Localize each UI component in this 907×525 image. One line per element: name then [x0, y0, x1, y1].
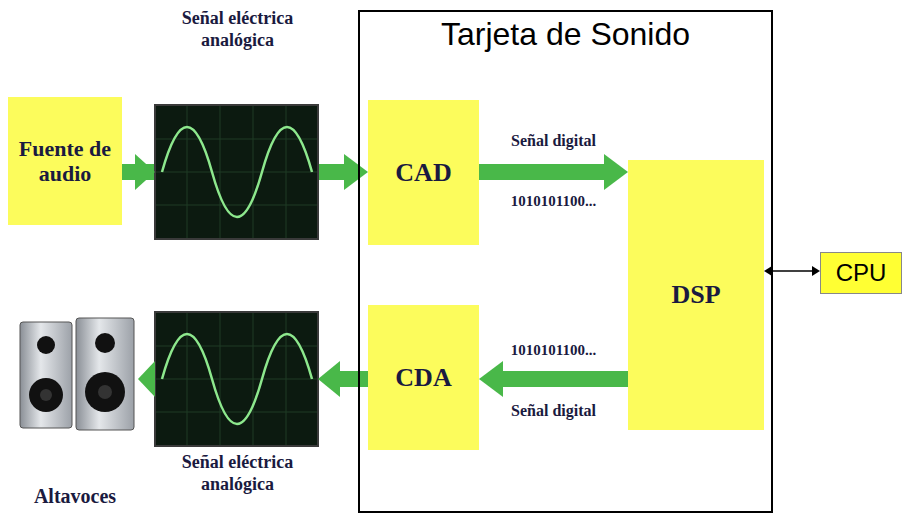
arrow-head: [604, 154, 628, 190]
oscilloscope-bottom: [155, 312, 318, 446]
speakers-picture: [20, 318, 134, 430]
output-signal-arrow: [318, 361, 368, 397]
arrow-head: [764, 266, 772, 276]
connector-line: [771, 270, 813, 272]
speaker-signal-arrow: [138, 361, 155, 397]
arrow-head: [344, 154, 368, 190]
arrow-head: [479, 361, 503, 397]
bit-stream: 1010101100...: [479, 341, 628, 359]
digital-signal-arrow: [479, 154, 628, 190]
oscilloscope-top: [155, 105, 318, 239]
arrow-head: [812, 266, 820, 276]
box-label: Fuente de audio: [14, 136, 116, 187]
sound-card-box: Tarjeta de SonidoCAD DSP CDA: [358, 10, 773, 513]
signal-label: Señal eléctrica analógica: [150, 452, 325, 495]
connector-line: [479, 164, 605, 180]
box-label: CPU: [836, 259, 887, 287]
bit-stream: 1010101100...: [479, 192, 628, 210]
box-label: DSP: [671, 280, 720, 310]
dsp-box: DSP: [628, 160, 764, 430]
connector-line: [502, 371, 628, 387]
digital-signal-arrow: [479, 361, 628, 397]
signal-label: Señal digital: [511, 401, 596, 420]
box-label: CDA: [395, 363, 451, 393]
audio-source-box: Fuente de audio: [8, 97, 122, 225]
card-title: Tarjeta de Sonido: [441, 16, 690, 53]
dac-box: CDA: [368, 305, 479, 450]
signal-label: Señal eléctrica analógica: [150, 8, 325, 51]
cpu-box: CPU: [820, 252, 902, 294]
signal-arrow-head: [135, 154, 155, 190]
speakers-label: Altavoces: [10, 484, 140, 508]
signal-label: Señal digital: [511, 131, 596, 150]
box-label: CAD: [395, 158, 451, 188]
adc-box: CAD: [368, 100, 479, 245]
